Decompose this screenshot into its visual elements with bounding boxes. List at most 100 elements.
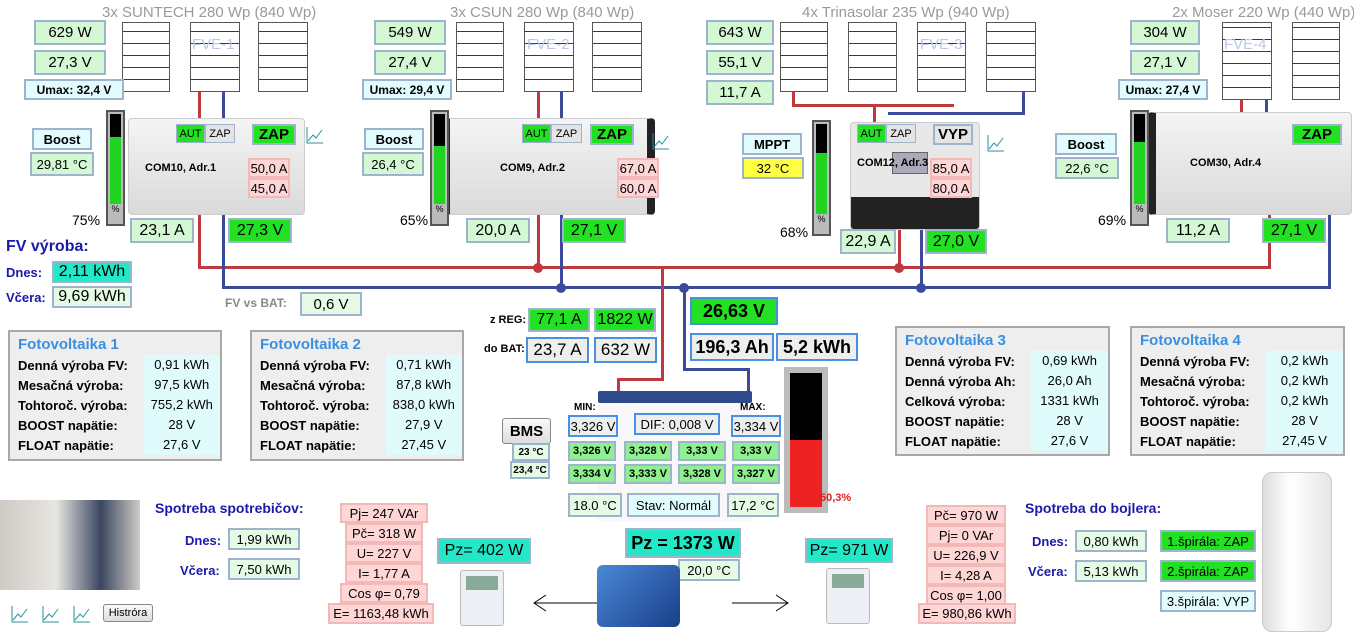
wire — [537, 215, 540, 269]
inverter-power: Pz = 1373 W — [625, 528, 741, 558]
cell-voltage: 3,327 V — [732, 464, 780, 484]
consumers-yesterday: 7,50 kWh — [228, 558, 300, 580]
solar-panel — [986, 22, 1036, 92]
arrow-left-icon — [533, 594, 600, 612]
row-label: Denná výroba FV: — [18, 357, 128, 373]
chart-icon[interactable] — [986, 133, 1006, 153]
mode-zap-button[interactable]: ZAP — [551, 124, 582, 143]
chart-icon[interactable] — [305, 125, 325, 145]
umax: Umax: 29,4 V — [362, 79, 452, 100]
yesterday-label: Včera: — [6, 290, 46, 305]
state-badge: VYP — [933, 124, 973, 145]
load-gauge: % — [1130, 110, 1149, 226]
chart-icon[interactable] — [72, 604, 92, 624]
meter-reading: U= 226,9 V — [926, 545, 1006, 565]
inverter-image — [597, 565, 680, 627]
row-value: 838,0 kWh — [385, 395, 462, 415]
cell-voltage: 3,328 V — [624, 441, 672, 461]
solar-panel — [456, 22, 504, 92]
row-label: Denná výroba Ah: — [905, 373, 1016, 389]
row-label: BOOST napätie: — [18, 417, 118, 433]
row-label: Mesačná výroba: — [18, 377, 124, 393]
rated-current: 80,0 A — [930, 178, 972, 198]
array-title: 3x SUNTECH 280 Wp (840 Wp) — [102, 4, 317, 21]
battery-temp-1: 18.0 °C — [568, 493, 622, 517]
gauge-fill — [434, 145, 445, 204]
pv-voltage: 27,4 V — [374, 50, 446, 75]
controller-temp: 26,4 °C — [362, 152, 424, 176]
history-button[interactable]: Histróra — [103, 604, 153, 622]
arrow-right-icon — [732, 594, 789, 612]
row-value: 0,71 kWh — [385, 355, 462, 375]
row-value: 97,5 kWh — [143, 375, 220, 395]
wire — [222, 92, 225, 118]
today-label: Dnes: — [1032, 534, 1069, 549]
spiral-2-status: 2.špirála: ZAP — [1160, 560, 1256, 582]
pv-power: 629 W — [34, 20, 106, 45]
row-label: Tohtoroč. výroba: — [18, 397, 128, 413]
cell-min: 3,326 V — [568, 415, 618, 437]
row-value: 27,6 V — [1031, 431, 1108, 451]
yesterday-label: Včera: — [1028, 564, 1068, 579]
mode-aut-button[interactable]: AUT — [176, 124, 205, 143]
row-label: FLOAT napätie: — [905, 433, 1001, 449]
summary-panel-1: Fotovoltaika 1 Denná výroba FV:0,91 kWh … — [8, 330, 222, 461]
today-label: Dnes: — [185, 533, 222, 548]
mode-zap-button[interactable]: ZAP — [205, 124, 235, 143]
solar-panel — [1222, 22, 1272, 100]
pv-voltage: 55,1 V — [706, 50, 774, 75]
consumers-power: Pz= 402 W — [437, 538, 531, 564]
output-current: 20,0 A — [466, 218, 530, 243]
battery-temp-2: 17,2 °C — [727, 493, 779, 517]
dobat-power: 632 W — [594, 337, 657, 363]
umax: Umax: 32,4 V — [24, 79, 124, 100]
load-gauge: % — [812, 120, 831, 236]
com-address: COM10, Adr.1 — [145, 162, 217, 174]
row-label: BOOST napätie: — [260, 417, 360, 433]
max-current: 67,0 A — [617, 158, 659, 178]
fv-yesterday: 9,69 kWh — [52, 286, 132, 308]
min-label: MIN: — [574, 402, 596, 413]
solar-panel — [1292, 22, 1340, 100]
mode-aut-button[interactable]: AUT — [857, 124, 886, 143]
bms-button[interactable]: BMS — [502, 418, 551, 444]
output-voltage: 27,1 V — [1262, 218, 1326, 243]
row-value: 27,45 V — [1266, 431, 1343, 451]
mode-zap-button[interactable]: ZAP — [886, 124, 916, 143]
energy-meter-image — [460, 570, 504, 626]
pv-power: 549 W — [374, 20, 446, 45]
meter-reading: E= 1163,48 kWh — [328, 603, 434, 624]
row-label: Celková výroba: — [905, 393, 1006, 409]
wire — [888, 112, 1024, 115]
state-badge: ZAP — [590, 124, 634, 145]
row-value: 0,69 kWh — [1031, 351, 1108, 371]
wire — [198, 215, 201, 269]
array-title: 3x CSUN 280 Wp (840 Wp) — [450, 4, 635, 21]
cell-max: 3,334 V — [731, 415, 781, 437]
chart-icon[interactable] — [10, 604, 30, 624]
rated-current: 45,0 A — [248, 178, 290, 198]
controller-temp: 22,6 °C — [1055, 157, 1119, 179]
wire — [1328, 215, 1331, 289]
load-percent: 69% — [1098, 212, 1127, 228]
pv-voltage: 27,1 V — [1130, 50, 1200, 75]
row-value: 0,2 kWh — [1266, 391, 1343, 411]
zreg-power: 1822 W — [594, 308, 656, 332]
summary-title: Fotovoltaika 2 — [260, 336, 361, 353]
chart-icon[interactable] — [41, 604, 61, 624]
row-label: Denná výroba FV: — [905, 353, 1015, 369]
meter-reading: Pč= 318 W — [345, 523, 423, 543]
cell-voltage: 3,33 V — [732, 441, 780, 461]
load-percent: 65% — [400, 212, 429, 228]
row-value: 28 V — [1266, 411, 1343, 431]
pv-power: 643 W — [706, 20, 774, 45]
bms-temp-2: 23,4 °C — [510, 461, 550, 479]
fv-today: 2,11 kWh — [52, 261, 132, 283]
meter-reading: Pj= 247 VAr — [340, 503, 428, 523]
fv-vs-bat: 0,6 V — [300, 292, 362, 316]
max-current: 50,0 A — [248, 158, 290, 178]
row-label: FLOAT napätie: — [260, 437, 356, 453]
chart-icon[interactable] — [651, 131, 671, 151]
solar-panel — [122, 22, 170, 92]
mode-aut-button[interactable]: AUT — [522, 124, 551, 143]
